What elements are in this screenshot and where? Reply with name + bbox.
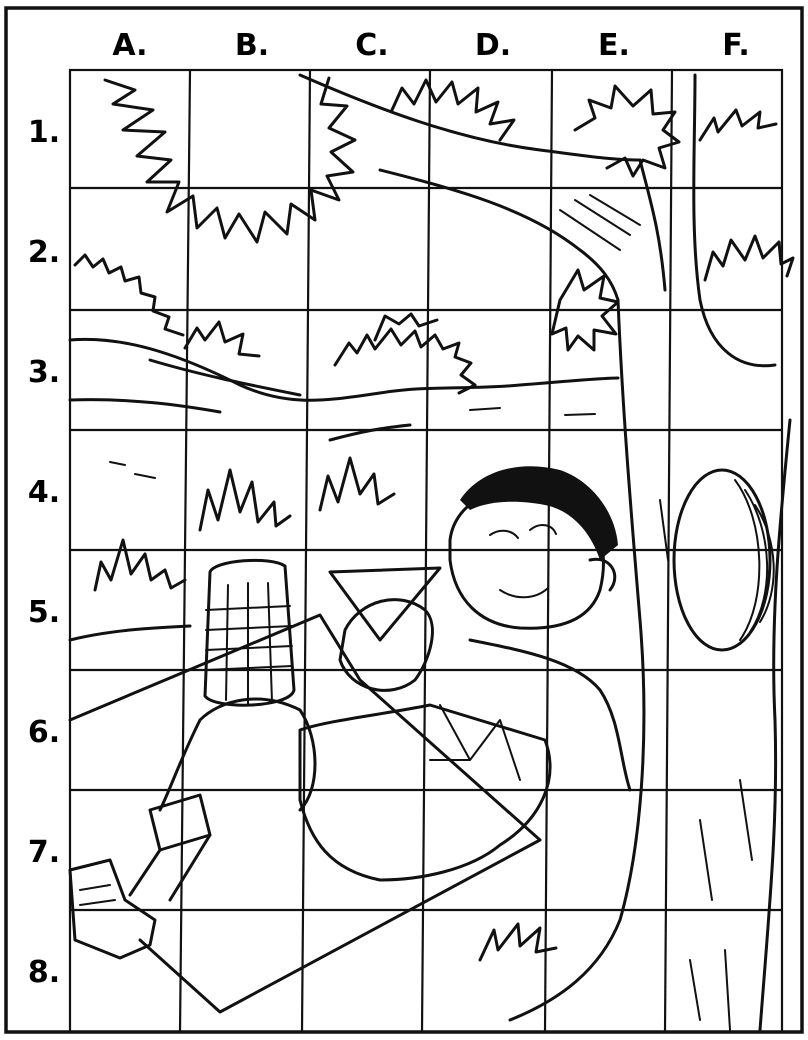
drawing-grid	[68, 68, 784, 1034]
shirt-pattern	[429, 704, 521, 781]
grass-tuft	[318, 456, 396, 512]
hill-line	[68, 398, 222, 414]
boy-shirt	[298, 703, 552, 882]
boy-hair	[460, 466, 618, 560]
grass-tuft	[198, 468, 292, 532]
hill-line	[68, 337, 620, 402]
column-label-a: A.	[112, 28, 147, 63]
row-label-3: 3.	[28, 355, 60, 390]
boy-resting-under-tree-illustration	[68, 73, 795, 1032]
ground-line	[68, 624, 192, 642]
row-label-5: 5.	[28, 595, 60, 630]
row-label-6: 6.	[28, 715, 60, 750]
tree-foliage	[390, 78, 516, 142]
grass-tuft	[93, 538, 187, 592]
tree-branch	[298, 73, 642, 162]
pizza-slice	[328, 566, 442, 642]
ground-mark	[109, 461, 156, 479]
tree-foliage	[550, 268, 620, 352]
boy-sock	[148, 793, 212, 852]
tree-foliage	[698, 108, 778, 142]
column-label-f: F.	[722, 28, 749, 63]
boy-smile	[499, 587, 549, 599]
boy-arm	[468, 638, 632, 792]
row-label-2: 2.	[28, 235, 60, 270]
bush	[73, 253, 185, 337]
hill-line	[148, 358, 302, 397]
boy-shoe-lace	[79, 884, 116, 906]
row-label-1: 1.	[28, 115, 60, 150]
column-labels: A. B. C. D. E. F.	[112, 28, 749, 63]
hill-line	[328, 423, 412, 442]
tree-trunk-left	[508, 298, 646, 1022]
row-label-8: 8.	[28, 955, 60, 990]
tree-foliage	[573, 84, 681, 178]
bush	[333, 327, 477, 395]
column-label-e: E.	[598, 28, 630, 63]
tree-hole-rings	[734, 479, 775, 641]
row-labels: 1. 2. 3. 4. 5. 6. 7. 8.	[28, 115, 60, 990]
boy-hand	[338, 598, 434, 692]
boy-ear	[588, 557, 617, 592]
column-label-d: D.	[475, 28, 511, 63]
tree-hole	[672, 468, 772, 652]
row-label-7: 7.	[28, 835, 60, 870]
column-label-c: C.	[355, 28, 388, 63]
jar-icon	[203, 558, 296, 707]
boy-leg	[128, 833, 212, 902]
bark-texture	[559, 194, 641, 251]
column-label-b: B.	[235, 28, 269, 63]
tree-foliage	[103, 76, 357, 244]
tree-trunk-right	[758, 418, 792, 1032]
row-label-4: 4.	[28, 475, 60, 510]
boy-shoe	[68, 858, 157, 960]
bark-texture	[659, 499, 753, 1031]
grass-tuft	[478, 922, 558, 962]
boy-closed-eyes	[489, 524, 557, 539]
tree-foliage	[703, 234, 795, 282]
boy-leg	[158, 697, 317, 812]
tree-branch	[378, 168, 620, 302]
ground-mark	[469, 407, 596, 416]
tree-trunk-left	[638, 158, 667, 292]
bush	[183, 320, 261, 358]
bush	[373, 312, 439, 342]
tree-trunk-right	[692, 73, 777, 368]
